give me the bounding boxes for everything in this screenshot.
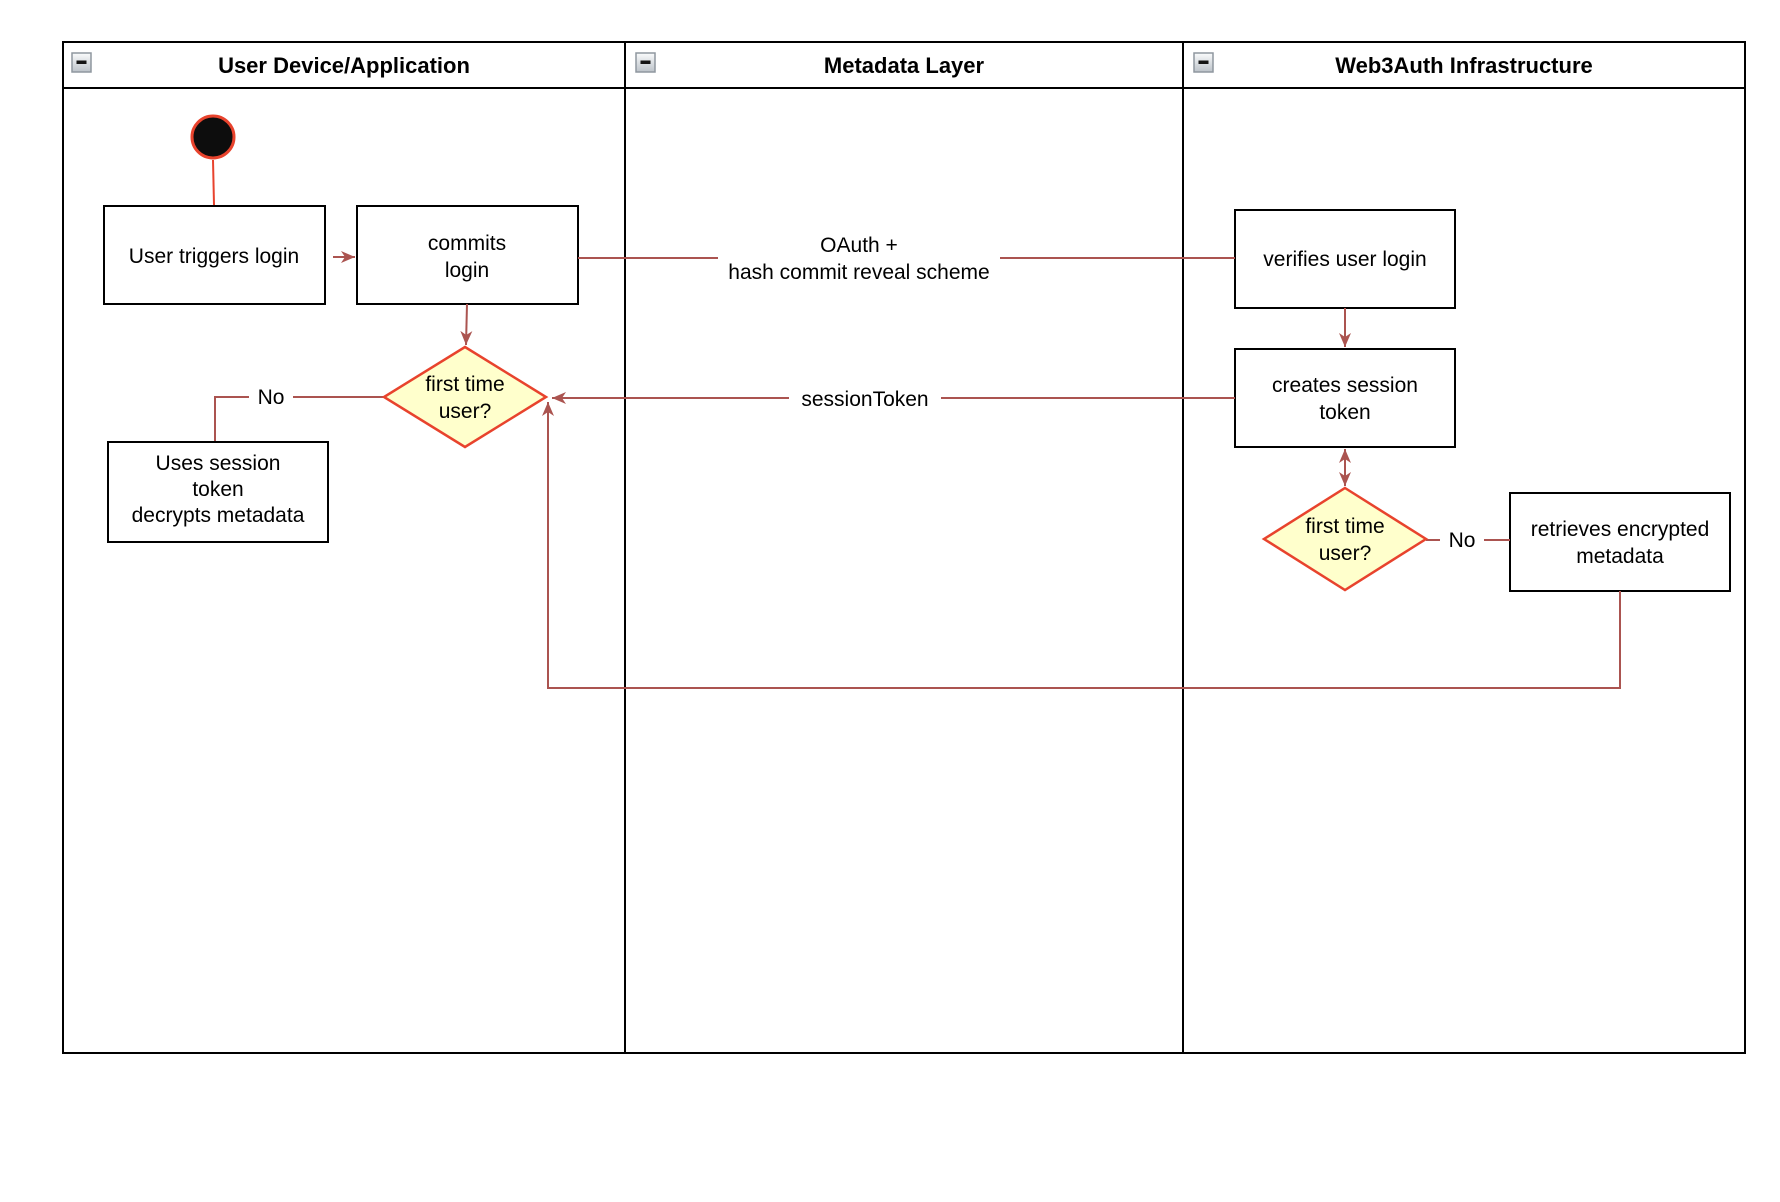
label-bg [718, 230, 1000, 286]
collapse-minus-icon[interactable] [635, 52, 656, 73]
edge-label-oauth: hash commit reveal scheme [728, 261, 989, 284]
edge-labels: OAuth + hash commit reveal scheme sessio… [249, 230, 1484, 553]
collapse-minus-icon[interactable] [71, 52, 92, 73]
edge-label-session-token: sessionToken [801, 388, 928, 411]
connectors [212, 159, 1621, 689]
node-commits-login[interactable]: commits login [356, 205, 579, 305]
node-label: commits [428, 232, 506, 255]
decision-label: user? [439, 400, 492, 423]
lane-title: Web3Auth Infrastructure [1335, 53, 1593, 78]
node-user-triggers-login[interactable]: User triggers login [103, 205, 326, 305]
edge-label-no-infra: No [1449, 529, 1476, 552]
initial-node[interactable] [190, 114, 236, 160]
decision-label: user? [1319, 542, 1372, 565]
pool-border [62, 41, 1746, 1054]
node-retrieves-encrypted-metadata[interactable]: retrieves encrypted metadata [1509, 492, 1731, 592]
lane-header-metadata-layer: Metadata Layer [635, 52, 985, 78]
decision-label: first time [425, 373, 504, 396]
lane-title: Metadata Layer [824, 53, 985, 78]
node-label: login [445, 259, 489, 282]
node-label: User triggers login [129, 245, 299, 268]
decision-label: first time [1305, 515, 1384, 538]
node-label: verifies user login [1263, 248, 1426, 271]
edge-loop-back [542, 402, 1621, 689]
node-label: creates session [1272, 374, 1418, 397]
node-creates-session-token[interactable]: creates session token [1234, 348, 1456, 448]
pool-frame [62, 41, 1746, 1054]
node-uses-session-token[interactable]: Uses session token decrypts metadata [107, 441, 329, 543]
decision-first-time-user-infra[interactable]: first time user? [1261, 486, 1429, 592]
node-label: token [192, 478, 243, 501]
edge-commits-to-decision [460, 303, 473, 346]
label-bg [1440, 527, 1484, 553]
node-verifies-user-login[interactable]: verifies user login [1234, 209, 1456, 309]
node-label: Uses session [156, 452, 281, 475]
edge-label-no-device: No [258, 386, 285, 409]
label-bg [249, 384, 293, 410]
edge-label-oauth: OAuth + [820, 234, 898, 257]
decision-first-time-user-device[interactable]: first time user? [381, 345, 549, 449]
node-label: metadata [1576, 545, 1664, 568]
collapse-minus-icon[interactable] [1193, 52, 1214, 73]
node-label: decrypts metadata [132, 504, 305, 527]
lane-header-web3auth-infrastructure: Web3Auth Infrastructure [1193, 52, 1593, 78]
lane-header-user-device: User Device/Application [71, 52, 470, 78]
edge-no-device [214, 396, 385, 441]
node-label: retrieves encrypted [1531, 518, 1710, 541]
edge-start-to-user-triggers-login [212, 159, 215, 206]
node-label: token [1319, 401, 1370, 424]
label-bg [789, 384, 941, 413]
lane-title: User Device/Application [218, 53, 470, 78]
